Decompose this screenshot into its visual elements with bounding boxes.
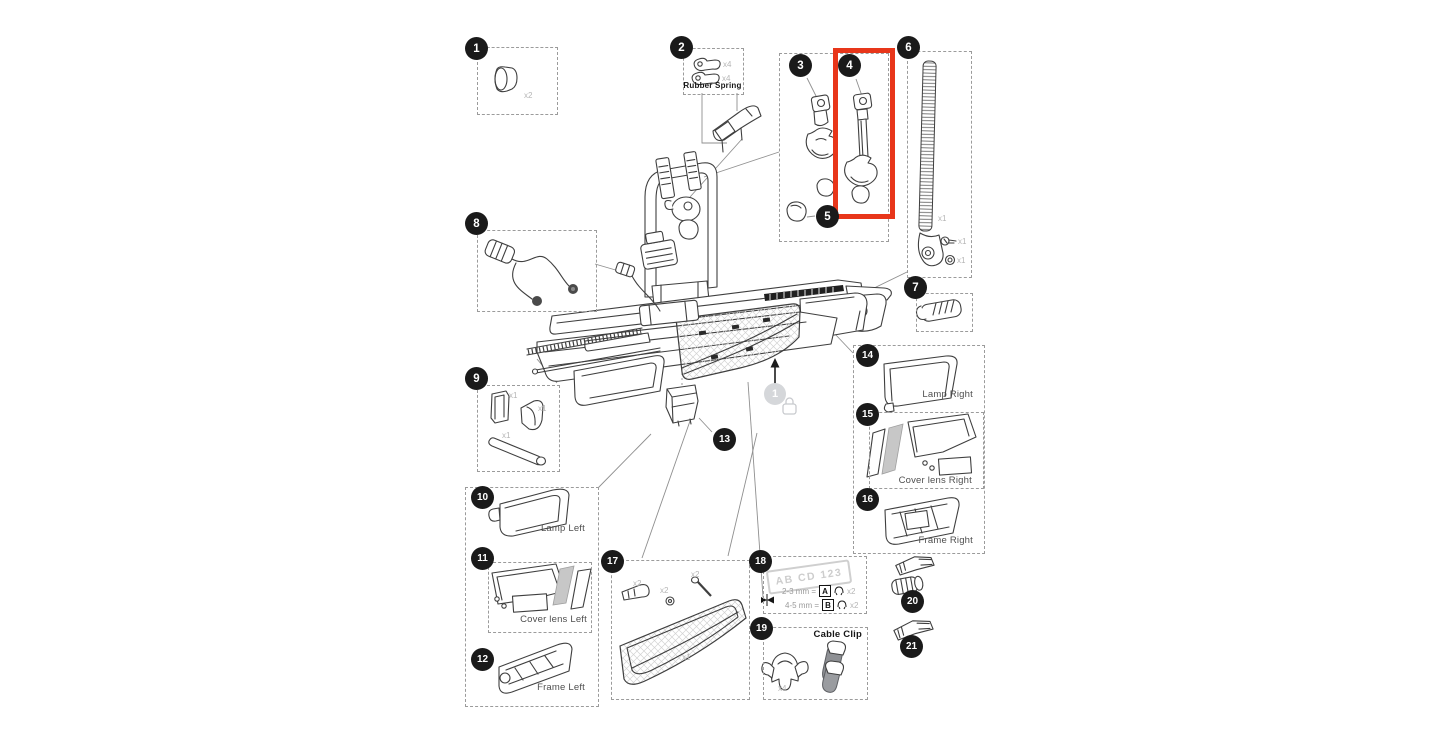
part-badge-9[interactable]: 9 — [465, 367, 488, 390]
part8-cable-art — [484, 239, 578, 306]
fastener-letter-a: A — [819, 585, 832, 597]
part-badge-20[interactable]: 20 — [901, 590, 924, 613]
fastener-qty-a: x2 — [847, 586, 856, 596]
part-badge-11[interactable]: 11 — [471, 547, 494, 570]
fastener-letter-b: B — [822, 599, 835, 611]
part-badge-16[interactable]: 16 — [856, 488, 879, 511]
part-badge-18[interactable]: 18 — [749, 550, 772, 573]
qty-part2-spring-bottom: x4 — [722, 74, 731, 83]
part-badge-8[interactable]: 8 — [465, 212, 488, 235]
part-group-box-18 — [763, 556, 867, 614]
part1-cap-art — [494, 66, 518, 93]
fastener-qty-b: x2 — [850, 600, 859, 610]
label-frame-right: Frame Right — [918, 535, 973, 546]
leader-lines — [536, 77, 908, 598]
label-lamp-left: Lamp Left — [540, 523, 585, 534]
qty-part2-spring-top: x4 — [723, 60, 732, 69]
part-group-box-11 — [488, 562, 592, 633]
qty-part6-screw: x1 — [958, 237, 967, 246]
part-badge-15[interactable]: 15 — [856, 403, 879, 426]
qty-part17-plate: x1 — [682, 653, 691, 662]
part-group-box-1 — [477, 47, 558, 115]
part-group-box-9 — [477, 385, 560, 472]
part-badge-13[interactable]: 13 — [713, 428, 736, 451]
fastener-range-b: 4-5 mm = — [785, 600, 820, 610]
part-group-box-14-16 — [853, 345, 985, 554]
part12-frame-left-art — [498, 642, 573, 694]
part-badge-10[interactable]: 10 — [471, 486, 494, 509]
fastener-range-a: 2-3 mm = — [782, 586, 817, 596]
part19-cable-art — [822, 640, 847, 693]
part-badge-6[interactable]: 6 — [897, 36, 920, 59]
part5-rubber-foot-art — [786, 201, 807, 222]
part-group-box-10-12 — [465, 487, 599, 707]
part-badge-12[interactable]: 12 — [471, 648, 494, 671]
part-group-box-7 — [916, 293, 973, 332]
fastener-row-b: 4-5 mm = B x2 — [785, 599, 858, 611]
part11-cover-lens-left-art — [491, 563, 592, 613]
part16-frame-right-art — [884, 497, 960, 545]
qty-part17-washer: x2 — [660, 586, 669, 595]
qty-part19-clip: x4 — [778, 684, 787, 693]
part17-plate-holder-art — [619, 576, 747, 685]
part-badge-7[interactable]: 7 — [904, 276, 927, 299]
part-badge-4[interactable]: 4 — [838, 54, 861, 77]
part15-cover-lens-right-art — [866, 413, 977, 478]
part-badge-19[interactable]: 19 — [750, 617, 773, 640]
label-cover-lens-right: Cover lens Right — [898, 475, 972, 486]
qty-part1-cap: x2 — [524, 91, 533, 100]
label-frame-left: Frame Left — [537, 682, 585, 693]
part-group-box-8 — [477, 230, 597, 312]
part14-lamp-right-art — [883, 355, 958, 413]
qty-part6-nut: x1 — [957, 256, 966, 265]
qty-part9-bracket: x1 — [509, 391, 518, 400]
pedal-art — [712, 105, 762, 153]
part-group-box-19 — [763, 627, 868, 700]
label-lamp-right: Lamp Right — [922, 389, 973, 400]
part-badge-5[interactable]: 5 — [816, 205, 839, 228]
part-badge-17[interactable]: 17 — [601, 550, 624, 573]
part2-spring-art — [691, 57, 721, 86]
label-cover-lens-left: Cover lens Left — [520, 614, 587, 625]
part6-strap-art — [917, 60, 957, 267]
part-badge-2[interactable]: 2 — [670, 36, 693, 59]
part9-pivot-art — [488, 390, 547, 466]
part19-clip-art — [761, 652, 809, 691]
part-badge-3[interactable]: 3 — [789, 54, 812, 77]
part-badge-21[interactable]: 21 — [900, 635, 923, 658]
qty-part17-plug: x2 — [633, 579, 642, 588]
part13-holder-art — [665, 384, 699, 427]
part-group-box-15 — [869, 412, 984, 489]
qty-part6-strap: x1 — [938, 214, 947, 223]
part-group-box-17 — [611, 560, 750, 700]
part-badge-14[interactable]: 14 — [856, 344, 879, 367]
label-cable-clip: Cable Clip — [813, 629, 862, 640]
part18-measure-icon — [761, 594, 774, 606]
selected-part-highlight[interactable] — [833, 48, 895, 219]
part7-pad-art — [915, 299, 962, 322]
part-group-box-6 — [907, 51, 972, 278]
qty-part9-lever: x1 — [538, 404, 547, 413]
part21-key-art — [893, 620, 934, 641]
part-badge-1[interactable]: 1 — [465, 37, 488, 60]
bike-rack-assembly-art — [526, 151, 892, 406]
label-rubber-spring: Rubber Spring — [683, 81, 742, 90]
qty-part9-axle: x1 — [502, 431, 511, 440]
step-1-marker: 1 — [764, 383, 786, 405]
padlock-icon — [782, 397, 797, 415]
part3-knob-art — [805, 94, 838, 197]
part-group-box-2 — [683, 48, 744, 95]
qty-part17-screw: x2 — [691, 570, 700, 579]
part10-lamp-left-art — [488, 488, 570, 537]
clip-a-icon — [834, 586, 844, 596]
part4-knob-art — [844, 92, 878, 204]
clip-b-icon — [837, 600, 847, 610]
fastener-row-a: 2-3 mm = A x2 — [782, 585, 855, 597]
